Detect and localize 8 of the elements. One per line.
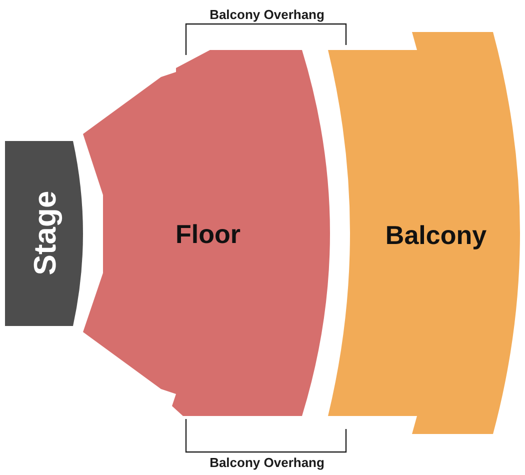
stage-platform [5,141,84,326]
section-name: Floor [176,221,240,247]
seating-section [83,50,331,416]
seating-section [328,32,521,434]
bracket-label: Balcony Overhang [210,456,324,469]
section-name: Balcony [385,222,487,248]
bracket-label: Balcony Overhang [210,8,324,21]
section-name: Stage [30,190,60,276]
